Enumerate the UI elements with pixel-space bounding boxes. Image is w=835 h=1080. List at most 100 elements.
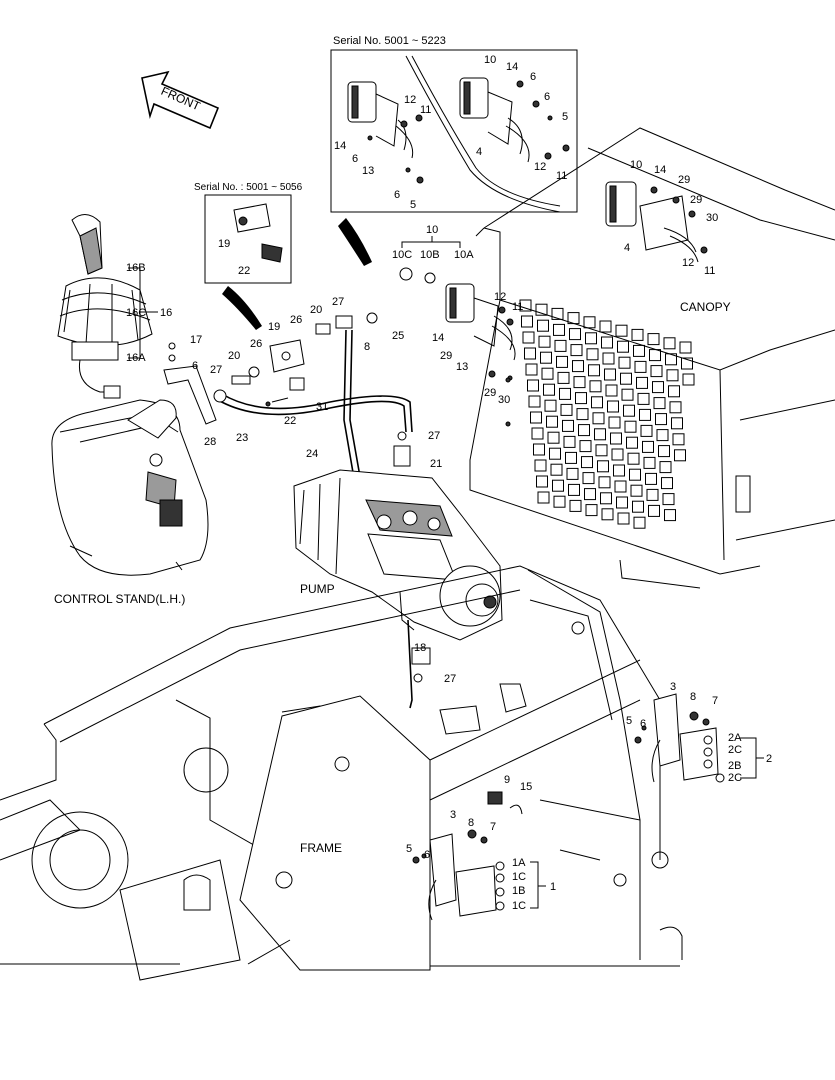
canopy-mesh-cell [659, 461, 672, 474]
canopy-mesh-cell [639, 408, 651, 421]
lamp-group-1: 3 8 7 5 6 1A 1C 1 1B 1C [406, 809, 556, 921]
part-callout: 2 [766, 753, 772, 765]
canopy-mesh-cell [528, 395, 541, 408]
canopy-mesh-cell [531, 427, 544, 440]
part-callout: 21 [430, 458, 442, 470]
part-callout: 20 [228, 350, 240, 362]
canopy-mesh-cell [537, 491, 550, 504]
part-callout: 6 [640, 718, 646, 730]
canopy-mesh-cell [594, 428, 606, 441]
canopy-mesh-cell [541, 367, 554, 380]
canopy-mesh-cell [560, 403, 573, 416]
canopy-mesh-cell [655, 413, 667, 426]
part-callout: 6 [352, 153, 358, 165]
canopy-mesh-cell [562, 419, 574, 432]
canopy-mesh-cell [586, 348, 599, 361]
part-callout: 12 [682, 257, 694, 269]
canopy-mesh-cell [679, 341, 692, 354]
canopy-mesh-cell [613, 464, 625, 477]
part-callout: 29 [690, 194, 702, 206]
part-callout: 27 [428, 430, 440, 442]
canopy-mesh-cell [589, 380, 602, 393]
canopy-mesh-cell [552, 479, 564, 492]
canopy-mesh-cell [610, 432, 622, 445]
joystick: 16B 16C 16 16A [57, 214, 172, 399]
canopy-mesh-cell [647, 333, 660, 346]
control-stand-label: CONTROL STAND(L.H.) [54, 592, 185, 606]
canopy-mesh-cell [569, 499, 582, 512]
part-callout: 9 [504, 774, 510, 786]
canopy-mesh-cell [579, 440, 592, 453]
canopy-side-light: 10 14 29 29 30 4 12 11 [605, 159, 718, 277]
canopy-mesh-cell [648, 504, 660, 517]
canopy-mesh-cell [536, 475, 548, 488]
canopy-mesh-cell [588, 364, 600, 377]
part-callout: 14 [506, 61, 518, 73]
canopy-mesh-cell [672, 433, 685, 446]
part-callout: 27 [332, 296, 344, 308]
canopy-mesh-cell [598, 476, 611, 489]
part-callout: 8 [364, 341, 370, 353]
canopy-mesh-cell [646, 488, 659, 501]
part-callout: 24 [306, 448, 318, 460]
canopy-mesh-cell [563, 435, 576, 448]
canopy-mesh-cell [626, 436, 638, 449]
part-callout: 3 [670, 681, 676, 693]
part-callout: 5 [562, 111, 568, 123]
part-callout: 2C [728, 772, 742, 784]
part-callout: 12 [494, 291, 506, 303]
part-callout: 20 [310, 304, 322, 316]
canopy-mesh-cell [650, 365, 663, 378]
canopy-mesh-cell [584, 488, 596, 501]
canopy-mesh-cell [554, 339, 567, 352]
hose-assembly: 19 26 20 27 8 25 26 20 27 31 22 23 24 27… [210, 296, 442, 491]
canopy-mesh-cell [624, 420, 637, 433]
part-callout: 10 [426, 224, 438, 236]
part-callout: 28 [204, 436, 216, 448]
canopy-mesh-cell [652, 381, 664, 394]
part-callout: 15 [520, 781, 532, 793]
part-callout: 16B [126, 262, 146, 274]
part-callout: 31 [316, 401, 328, 413]
canopy-mesh-cell [525, 363, 538, 376]
canopy-mesh-cell [530, 411, 542, 424]
canopy-mesh-cell [633, 344, 645, 357]
serial-box-left-title: Serial No. : 5001 ~ 5056 [194, 182, 303, 193]
canopy-mesh-cell [534, 459, 547, 472]
canopy-mesh-cell [557, 371, 570, 384]
part-callout: 1A [512, 857, 526, 869]
part-callout: 10 [484, 54, 496, 66]
canopy-mesh-cell [634, 360, 647, 373]
pointer-wedge-left [222, 286, 262, 330]
canopy-mesh-cell [591, 396, 603, 409]
part-callout: 29 [678, 174, 690, 186]
pointer-wedge-top [338, 218, 372, 266]
canopy-mesh-cell [637, 392, 650, 405]
part-callout: 23 [236, 432, 248, 444]
canopy-mesh-cell [537, 319, 549, 332]
canopy-mesh-cell [583, 316, 596, 329]
canopy-mesh-cell [617, 512, 630, 525]
canopy-mesh-cell [665, 353, 677, 366]
canopy-light: 10 10C 10B 10A 12 11 14 29 13 29 30 [392, 224, 523, 406]
canopy-mesh-cell [572, 360, 584, 373]
part-callout: 10C [392, 249, 412, 261]
lamp-group-2: 3 8 7 5 6 2A 2C 2 2B 2C [626, 681, 772, 784]
part-callout: 25 [392, 330, 404, 342]
canopy-mesh-cell [663, 337, 676, 350]
canopy-mesh-cell [681, 357, 693, 370]
canopy-mesh-cell [662, 493, 675, 506]
canopy-mesh-cell [551, 307, 564, 320]
part-callout: 12 [534, 161, 546, 173]
canopy-mesh-cell [575, 392, 587, 405]
part-callout: 14 [432, 332, 444, 344]
canopy-mesh-cell [682, 373, 695, 386]
part-callout: 6 [192, 360, 198, 372]
part-callout: 27 [210, 364, 222, 376]
part-callout: 29 [484, 387, 496, 399]
part-callout: 30 [706, 212, 718, 224]
canopy-mesh-cell [597, 460, 609, 473]
canopy-mesh-cell [578, 424, 590, 437]
canopy-mesh [519, 299, 695, 529]
canopy-mesh-cell [544, 399, 557, 412]
